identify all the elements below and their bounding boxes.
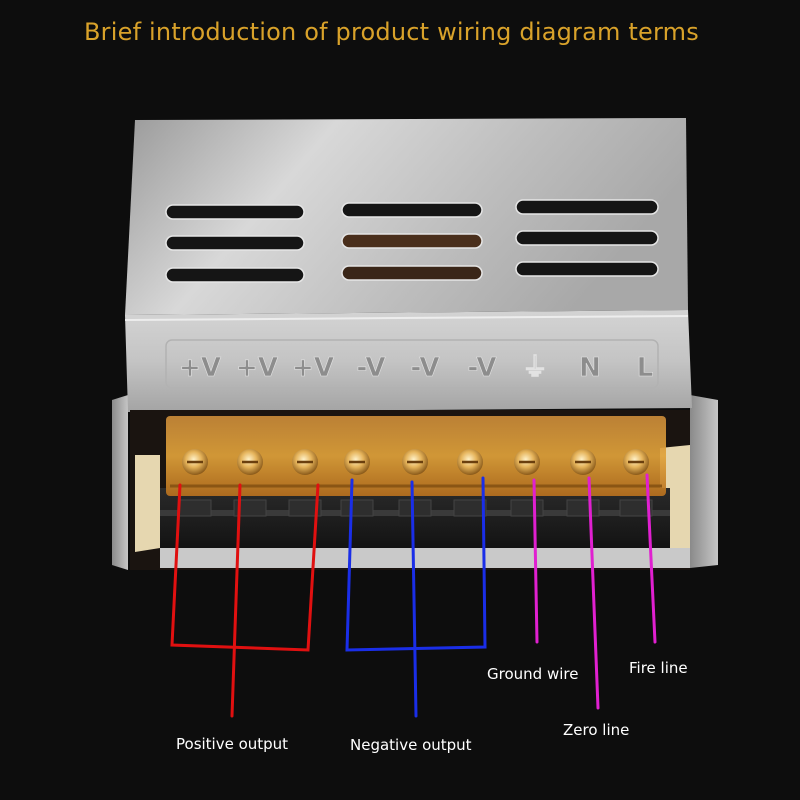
terminal-screw (288, 449, 322, 517)
label-ground-wire: Ground wire (487, 665, 579, 683)
positive-bracket-wire (170, 483, 320, 652)
terminal-symbol: +V (236, 353, 278, 383)
positive-lead-wire (230, 483, 242, 718)
diagram-title: Brief introduction of product wiring dia… (84, 18, 699, 46)
terminal-symbol: +V (179, 353, 221, 383)
terminal-symbol: +V (292, 353, 334, 383)
wire-leads (170, 473, 657, 718)
label-fire-line: Fire line (629, 659, 688, 677)
terminal-block (160, 488, 670, 550)
terminal-symbol: -V (410, 353, 439, 383)
terminal-symbol: L (637, 353, 654, 383)
terminal-screw (340, 449, 374, 517)
case-front-panel (125, 310, 692, 412)
terminal-symbol: N (579, 353, 601, 383)
label-positive-output: Positive output (176, 735, 289, 753)
label-negative-output: Negative output (350, 736, 472, 754)
terminal-screw (619, 449, 653, 517)
terminal-screw (453, 449, 487, 517)
case-bottom-edge (160, 548, 690, 568)
right-flange (690, 395, 718, 568)
insulation-sheet-left (135, 455, 160, 552)
terminal-screw (178, 449, 212, 517)
terminal-symbol-row: +V +V +V -V -V -V ⏚ N L (179, 353, 654, 384)
terminal-screw (233, 449, 267, 517)
terminal-symbol: -V (356, 353, 385, 383)
terminal-screw (398, 449, 432, 517)
vent-slots (165, 199, 659, 283)
terminal-symbol: ⏚ (522, 353, 548, 383)
left-flange (112, 395, 128, 570)
negative-lead-wire (410, 480, 418, 718)
zero-line-lead (587, 476, 600, 710)
terminal-symbol: -V (467, 353, 496, 383)
ground-wire-lead (532, 478, 539, 644)
label-zero-line: Zero line (563, 721, 630, 739)
fire-line-lead (645, 473, 657, 644)
